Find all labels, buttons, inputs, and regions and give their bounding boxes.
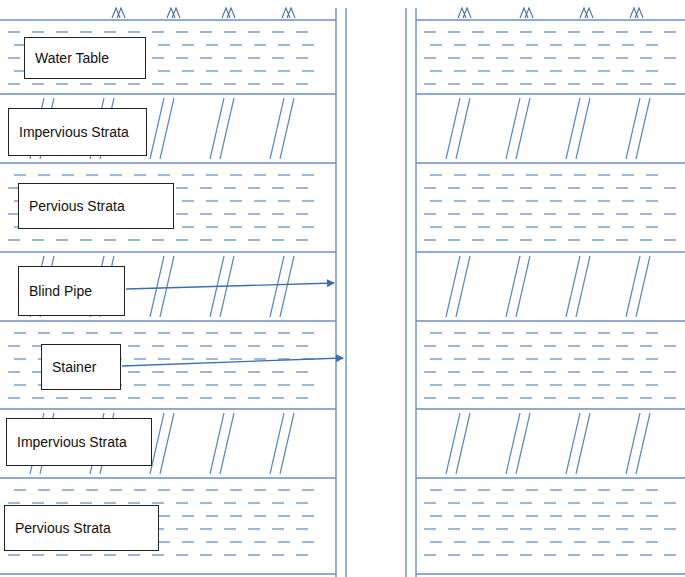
well-pipe [336,8,416,577]
ground-symbols [112,8,643,18]
strata-texture [8,32,676,555]
label-text: Blind Pipe [29,283,92,299]
leader-arrows [122,283,343,366]
label-box: Stainer [41,344,121,390]
label-box: Pervious Strata [4,505,159,551]
label-box: Impervious Strata [6,418,152,466]
strata-boundaries [0,20,685,574]
label-box: Pervious Strata [18,183,174,229]
label-box: Water Table [24,37,146,79]
label-text: Stainer [52,359,96,375]
label-text: Impervious Strata [19,124,129,140]
label-text: Pervious Strata [15,520,111,536]
label-text: Impervious Strata [17,434,127,450]
label-text: Water Table [35,50,109,66]
label-box: Blind Pipe [18,266,125,316]
label-box: Impervious Strata [8,108,147,156]
label-text: Pervious Strata [29,198,125,214]
